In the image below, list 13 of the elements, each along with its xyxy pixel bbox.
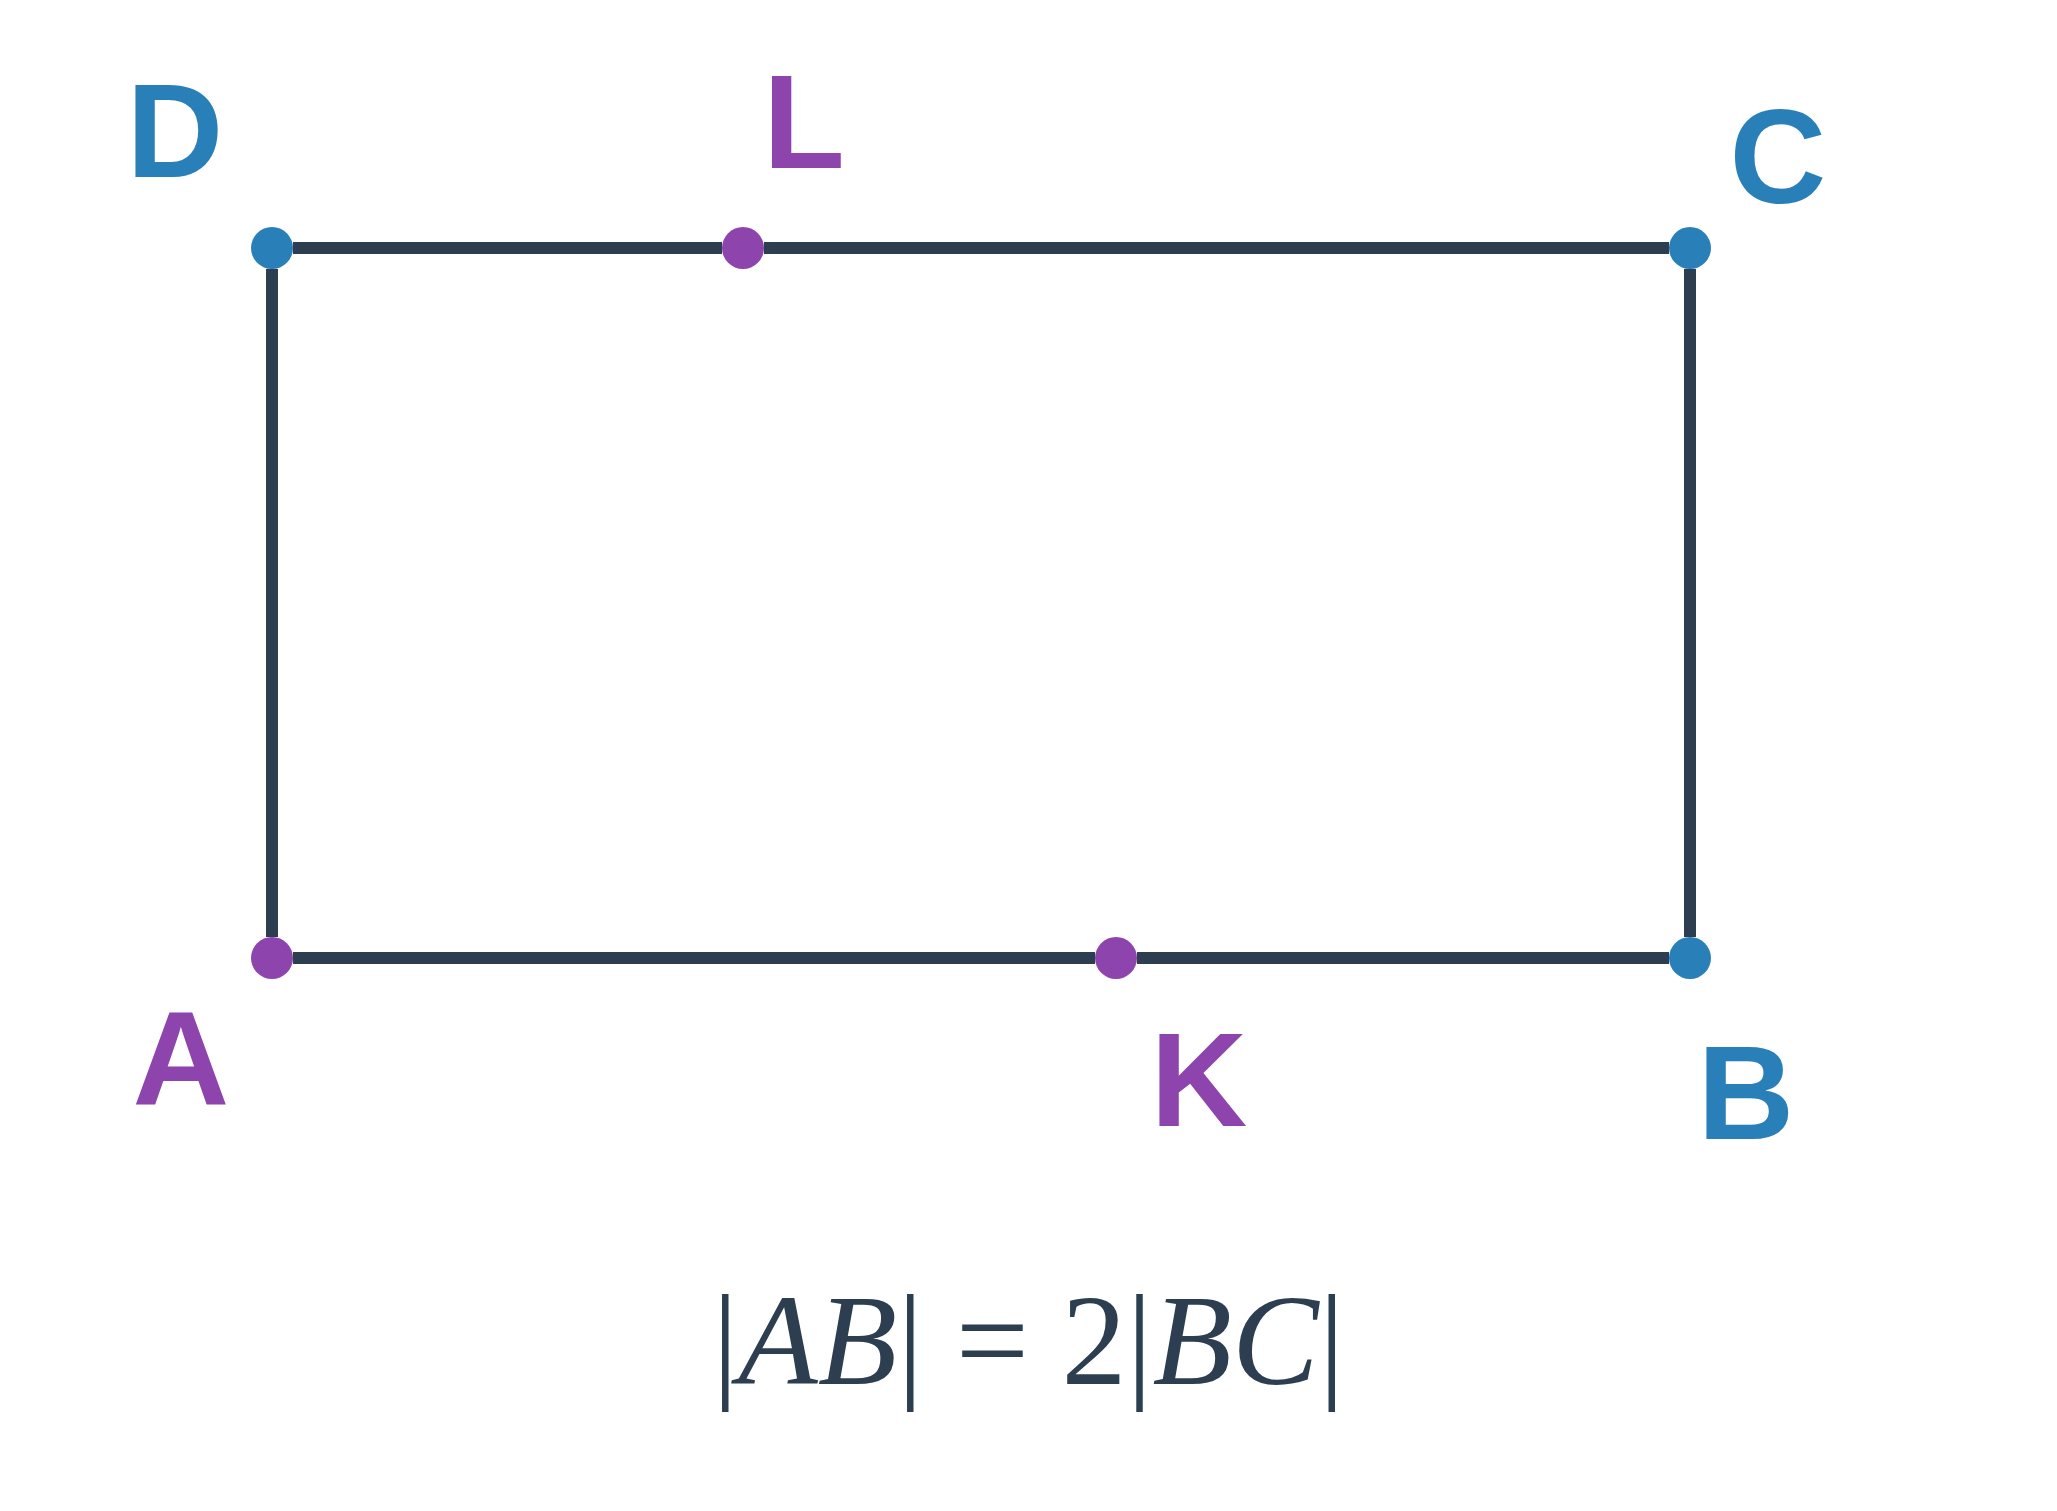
point-label: L — [763, 55, 845, 189]
equation: |AB| = 2|BC| — [712, 1267, 1345, 1414]
line-segment — [293, 952, 1095, 964]
line-segment — [764, 242, 1669, 254]
point-label: K — [1150, 1013, 1248, 1147]
line-segment — [266, 269, 278, 937]
point-label: B — [1697, 1026, 1795, 1160]
point-label: D — [126, 64, 224, 198]
line-segment — [293, 242, 722, 254]
point-label: A — [132, 992, 230, 1126]
point-label: C — [1729, 90, 1827, 224]
line-segment — [1137, 952, 1669, 964]
line-segment — [1684, 269, 1696, 937]
